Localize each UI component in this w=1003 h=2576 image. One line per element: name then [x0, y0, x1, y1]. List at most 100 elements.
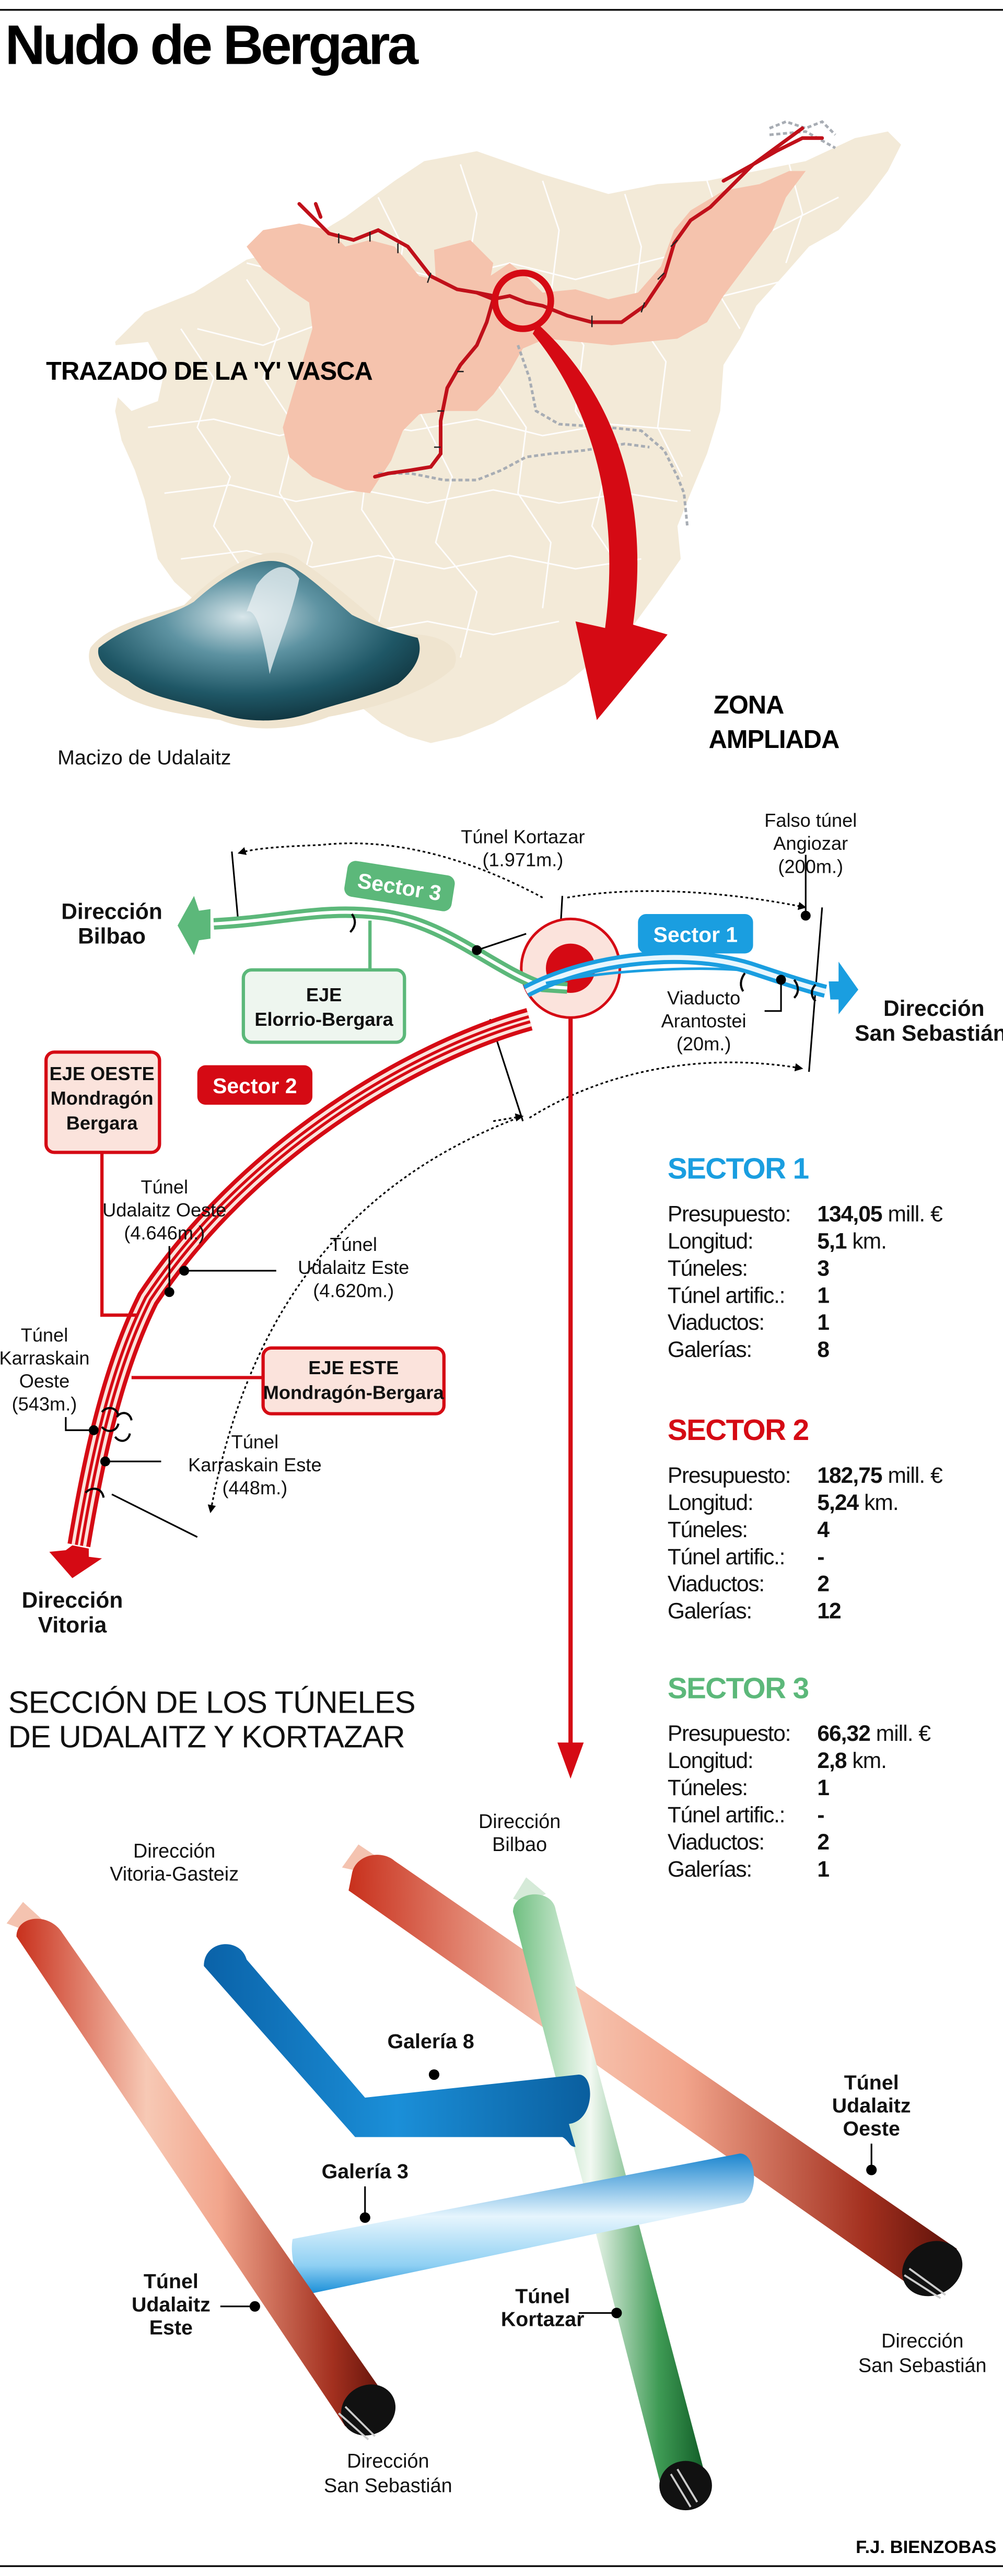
sec-kortazar-1: Túnel [515, 2285, 570, 2308]
sec-dir-ss-right-1: Dirección [881, 2331, 963, 2352]
sec-dir-ss-left-1: Dirección [347, 2450, 429, 2472]
sector2-pill-label: Sector 2 [213, 1074, 297, 1098]
axis-oeste-line3: Bergara [66, 1112, 138, 1133]
ann-karraskain-este-1: Túnel [231, 1431, 279, 1453]
axis-este-line1: EJE ESTE [308, 1357, 399, 1378]
axis-box-este: EJE ESTE Mondragón-Bergara [261, 1346, 446, 1415]
axis-oeste-line1: EJE OESTE [50, 1063, 155, 1084]
sector-row-value: 2 [817, 1830, 829, 1855]
ann-udalaitz-oeste-1: Túnel [141, 1176, 188, 1198]
sec-dir-vitoria-1: Dirección [133, 1841, 215, 1863]
sector-row-label: Galerías: [668, 1857, 752, 1882]
sec-dir-bilbao-2: Bilbao [492, 1834, 547, 1856]
galeria-3-label: Galería 3 [322, 2160, 409, 2183]
page-title: Nudo de Bergara [5, 14, 419, 76]
galeria-8-label: Galería 8 [388, 2030, 474, 2053]
sector-row-value: 66,32 mill. € [817, 1722, 931, 1746]
sector-row-value: 2,8 km. [817, 1749, 887, 1773]
sector3-pill: Sector 3 [344, 861, 455, 911]
dir-ss-line1: Dirección [883, 997, 985, 1021]
zoom-diagram: Sector 3 Sector 1 Sector 2 EJE Elorrio-B… [0, 810, 1003, 1779]
sector1-extent-arc-bottom [529, 1061, 803, 1119]
mountain-snow [247, 567, 299, 674]
sector-row-value: 1 [817, 1857, 829, 1882]
galeria-3-body [291, 2153, 754, 2293]
sector-row-label: Longitud: [668, 1749, 753, 1773]
ann-angiozar-3: (200m.) [778, 856, 843, 877]
axis-box-elorrio: EJE Elorrio-Bergara [241, 968, 406, 1044]
ann-karraskain-oeste-2: Karraskain [0, 1347, 89, 1368]
sector-row-value: 1 [817, 1283, 829, 1308]
sector1-pill-label: Sector 1 [654, 922, 738, 946]
sector-row-value: 1 [817, 1310, 829, 1335]
ann-arantostei-1: Viaducto [667, 987, 740, 1009]
ann-angiozar-2: Angiozar [773, 833, 848, 854]
tube-udalaitz-este-arrow [6, 1902, 43, 1934]
sec-udalaitz-este-dot [249, 2301, 260, 2312]
sector3-track [213, 906, 568, 994]
dir-vitoria-line2: Vitoria [38, 1613, 107, 1637]
sec-udalaitz-oeste-1: Túnel [844, 2071, 899, 2094]
ann-udalaitz-este-3: (4.620m.) [313, 1280, 394, 1301]
leader-lines [65, 854, 807, 1462]
axis-box-oeste: EJE OESTE Mondragón Bergara [44, 1050, 161, 1154]
axis-connectors [100, 920, 372, 1379]
photo-caption: Macizo de Udalaitz [57, 746, 231, 769]
sec-dir-bilbao-1: Dirección [479, 1811, 561, 1833]
ann-kortazar-1: Túnel Kortazar [461, 826, 585, 848]
galeria-8: Galería 8 [204, 1944, 590, 2147]
zoom-label-line1: ZONA [714, 691, 784, 719]
sector1-pill: Sector 1 [638, 914, 753, 954]
sector-row-label: Túnel artific.: [668, 1545, 785, 1570]
sec-udalaitz-este-2: Udalaitz [132, 2293, 211, 2316]
sector-row-value: 182,75 mill. € [817, 1463, 943, 1488]
ann-udalaitz-oeste-2: Udalaitz Oeste [102, 1199, 226, 1221]
sector2-track [67, 1008, 533, 1548]
axis-elorrio-line1: EJE [306, 984, 342, 1005]
sector-row-label: Túneles: [668, 1256, 748, 1281]
tube-udalaitz-este-body [16, 1918, 388, 2427]
sector-row-label: Presupuesto: [668, 1463, 790, 1488]
sector-row-value: 4 [817, 1518, 830, 1542]
sector-row-value: - [817, 1545, 824, 1570]
sec-dir-vitoria-2: Vitoria-Gasteiz [110, 1864, 239, 1886]
galeria-8-body [204, 1944, 590, 2147]
sector-heading: SECTOR 3 [668, 1672, 809, 1705]
sector2-pill: Sector 2 [197, 1065, 313, 1105]
sector-row-label: Túneles: [668, 1518, 748, 1542]
axis-elorrio-line2: Elorrio-Bergara [254, 1009, 393, 1030]
map-bay [115, 342, 165, 411]
udalaitz-photo [89, 552, 456, 729]
credit: F.J. BIENZOBAS [856, 2537, 996, 2557]
ann-kortazar-2: (1.971m.) [482, 849, 563, 871]
ann-karraskain-oeste-4: (543m.) [12, 1393, 77, 1414]
ann-arantostei-3: (20m.) [677, 1033, 731, 1055]
ann-arantostei-2: Arantostei [661, 1010, 747, 1032]
bilbao-arrow [177, 896, 211, 955]
sector1-extent-arc-top [567, 890, 807, 910]
sector-row-label: Túnel artific.: [668, 1283, 785, 1308]
y-vasca-route [297, 126, 824, 479]
sector-row-value: 5,24 km. [817, 1491, 898, 1515]
basque-map: TRAZADO DE LA 'Y' VASCA ZONA AMPLIADA Ma… [46, 120, 901, 769]
sector-row-value: 12 [817, 1599, 841, 1624]
tunnel-section: SECCIÓN DE LOS TÚNELES DE UDALAITZ Y KOR… [6, 1685, 987, 2511]
dir-bilbao-line1: Dirección [61, 899, 162, 924]
zoom-arrow [532, 324, 668, 720]
dimension-arcs [207, 842, 807, 1514]
sector-row-label: Viaductos: [668, 1572, 764, 1597]
ann-udalaitz-este-1: Túnel [330, 1234, 377, 1255]
sec-udalaitz-este-3: Este [149, 2316, 193, 2339]
sector-row-value: 5,1 km. [817, 1229, 887, 1254]
sector-row-value: 2 [817, 1572, 829, 1597]
sector-row-label: Presupuesto: [668, 1202, 790, 1227]
sector-row-label: Galerías: [668, 1599, 752, 1624]
sec-kortazar-dot [611, 2308, 622, 2319]
section-title-line2: DE UDALAITZ Y KORTAZAR [8, 1719, 405, 1754]
sec-dir-ss-right-2: San Sebastián [858, 2355, 987, 2377]
ann-udalaitz-oeste-3: (4.646m.) [124, 1222, 205, 1244]
zoom-label-line2: AMPLIADA [709, 725, 839, 754]
zoom-connector-arrowhead [557, 1742, 584, 1779]
